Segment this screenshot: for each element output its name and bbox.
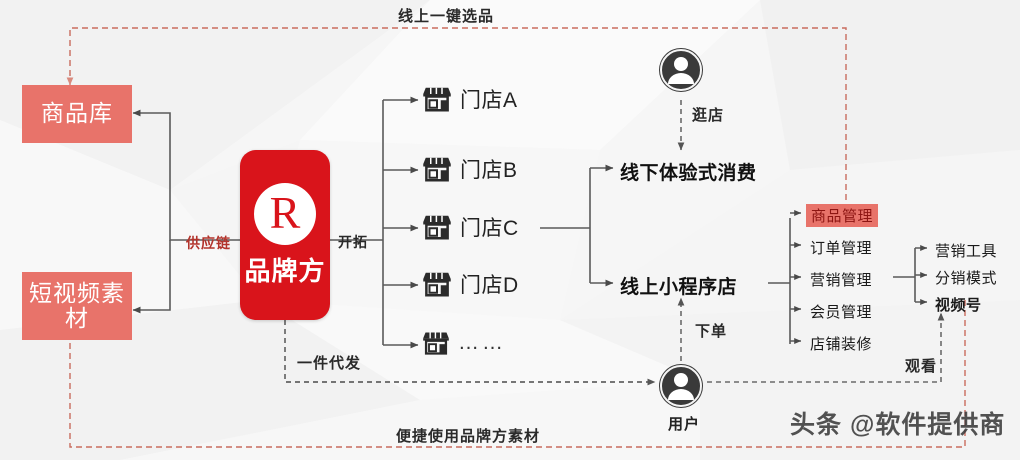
menu-item-product-management[interactable]: 商品管理 bbox=[806, 204, 879, 227]
edge-label-place-order: 下单 bbox=[695, 322, 728, 340]
menu-item-member-management[interactable]: 会员管理 bbox=[810, 304, 873, 321]
submenu-item-marketing-tools[interactable]: 营销工具 bbox=[935, 243, 998, 260]
brand-logo-letter: R bbox=[269, 186, 301, 238]
brand-card[interactable]: R 品牌方 bbox=[240, 150, 330, 320]
menu-item-marketing-management[interactable]: 营销管理 bbox=[810, 272, 873, 289]
person-icon bbox=[659, 364, 703, 408]
box-product-library-label: 商品库 bbox=[41, 100, 113, 127]
storefront-icon bbox=[423, 87, 451, 112]
store-row[interactable]: 门店A bbox=[422, 84, 518, 114]
store-row[interactable]: 门店D bbox=[422, 269, 519, 299]
loop-title-bottom: 便捷使用品牌方素材 bbox=[396, 427, 541, 445]
avatar-user[interactable] bbox=[657, 362, 705, 410]
store-row[interactable]: 门店B bbox=[422, 154, 518, 184]
store-label: 门店B bbox=[460, 159, 518, 182]
watermark: 头条 @软件提供商 bbox=[790, 411, 1006, 439]
avatar-user-caption: 用户 bbox=[668, 415, 701, 433]
submenu-item-video-account[interactable]: 视频号 bbox=[935, 297, 982, 314]
store-row[interactable]: 门店C bbox=[422, 212, 519, 242]
edge-label-visit-store: 逛店 bbox=[692, 106, 725, 124]
loop-title-top: 线上一键选品 bbox=[398, 7, 495, 25]
edge-label-supply-chain: 供应链 bbox=[186, 236, 231, 252]
store-label: 门店D bbox=[460, 274, 519, 297]
storefront-icon bbox=[423, 215, 451, 240]
channel-online-miniprogram[interactable]: 线上小程序店 bbox=[620, 277, 738, 298]
store-row[interactable]: …… bbox=[422, 329, 506, 357]
edge-label-dropship: 一件代发 bbox=[297, 354, 362, 372]
box-short-video-assets[interactable]: 短视频素材 bbox=[22, 272, 132, 340]
channel-offline[interactable]: 线下体验式消费 bbox=[620, 163, 757, 184]
menu-item-order-management[interactable]: 订单管理 bbox=[810, 240, 873, 257]
brand-logo-icon: R bbox=[254, 182, 316, 245]
edge-label-watch: 观看 bbox=[905, 357, 938, 375]
storefront-icon bbox=[423, 157, 451, 182]
storefront-icon bbox=[423, 272, 451, 297]
store-label: 门店C bbox=[460, 217, 519, 240]
box-short-video-assets-label: 短视频素材 bbox=[29, 279, 125, 331]
person-icon bbox=[659, 48, 703, 92]
submenu-item-distribution-mode[interactable]: 分销模式 bbox=[935, 270, 998, 287]
edge-label-expand: 开拓 bbox=[338, 235, 368, 251]
storefront-icon bbox=[423, 332, 449, 355]
store-label: 门店A bbox=[460, 89, 518, 112]
brand-name-label: 品牌方 bbox=[244, 255, 326, 286]
store-label-more: …… bbox=[458, 331, 506, 354]
box-product-library[interactable]: 商品库 bbox=[22, 85, 132, 143]
avatar-shopper[interactable] bbox=[657, 46, 705, 94]
menu-item-store-decoration[interactable]: 店铺装修 bbox=[810, 336, 873, 353]
